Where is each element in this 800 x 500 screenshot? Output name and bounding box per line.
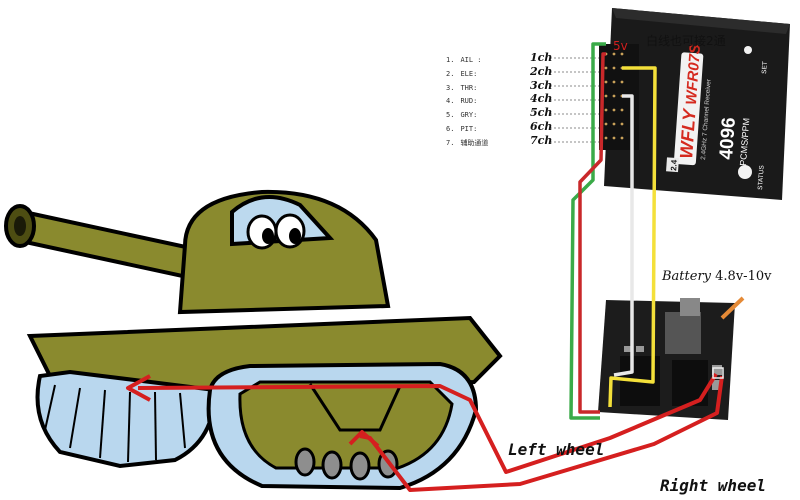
- channel-row: 4.RUD:: [446, 95, 488, 109]
- receiver-brand: WFLY: [676, 106, 700, 159]
- channel-row: 7.辅助通道: [446, 137, 488, 151]
- receiver-label: WFLY WFR07S: [673, 44, 704, 166]
- regulator-chip: [665, 312, 701, 354]
- channel-function: AIL :: [460, 56, 482, 64]
- set-button-dot: [744, 46, 752, 54]
- power-label: 5v: [613, 39, 628, 53]
- channel-row: 3.THR:: [446, 82, 488, 96]
- battery-range: 4.8v-10v: [715, 269, 772, 284]
- channel-function: PIT:: [460, 124, 478, 133]
- receiver-note: 白线也可接2通: [646, 34, 726, 48]
- channel-function: 辅助通道: [460, 138, 489, 147]
- status-led: [738, 165, 752, 179]
- channel-id: 2ch: [530, 64, 553, 78]
- channel-id: 4ch: [530, 92, 553, 106]
- tank-illustration: [4, 189, 503, 491]
- esc-board: [598, 296, 745, 420]
- channel-row: 5.GRY:: [446, 109, 488, 123]
- channel-id: 3ch: [530, 78, 553, 92]
- channel-id: 5ch: [530, 106, 553, 120]
- set-label: SET: [761, 61, 769, 74]
- channel-row: 6.PIT:: [446, 123, 488, 137]
- right-arrow-head: [348, 430, 380, 448]
- receiver-code: 4096: [716, 117, 740, 161]
- tank-eyes: [246, 213, 306, 250]
- tank-right-tread: [206, 361, 479, 491]
- wire-yellow: [608, 66, 657, 408]
- wire-red: [578, 52, 606, 414]
- right-wheel-label: Right wheel: [660, 476, 766, 495]
- wires: [569, 42, 657, 420]
- tank-left-tread: [35, 369, 218, 469]
- channel-id-list: 1ch 2ch 3ch 4ch 5ch 6ch 7ch: [530, 51, 552, 148]
- wire-green: [569, 42, 606, 420]
- channel-row: 2.ELE:: [446, 68, 488, 82]
- wheel-arrows: [126, 372, 724, 492]
- status-label: STATUS: [757, 164, 766, 190]
- channel-function: THR:: [460, 83, 478, 92]
- left-arrow-head: [126, 374, 151, 402]
- left-wheel-arrow: [137, 372, 718, 474]
- receiver-mode: PCMS/PPM: [738, 118, 751, 167]
- channel-id: 7ch: [530, 133, 553, 147]
- receiver-model: WFR07S: [683, 44, 704, 106]
- channel-function-list: 1.AIL : 2.ELE: 3.THR: 4.RUD: 5.GRY: 6.PI…: [446, 54, 488, 151]
- receiver-band-tag: 2.4: [669, 159, 679, 171]
- channel-row: 1.AIL :: [446, 54, 488, 68]
- channel-function: ELE:: [460, 69, 478, 78]
- channel-function: RUD:: [460, 97, 478, 106]
- battery-lead: [720, 296, 745, 320]
- road-wheels: [294, 447, 399, 481]
- channel-function: GRY:: [460, 111, 478, 120]
- battery-label: Battery 4.8v-10v: [662, 269, 771, 284]
- channel-leaders: [550, 57, 599, 143]
- channel-id: 6ch: [530, 119, 553, 133]
- channel-id: 1ch: [530, 51, 553, 64]
- wire-white: [613, 94, 634, 377]
- left-wheel-label: Left wheel: [508, 440, 605, 459]
- battery-title: Battery: [662, 269, 712, 284]
